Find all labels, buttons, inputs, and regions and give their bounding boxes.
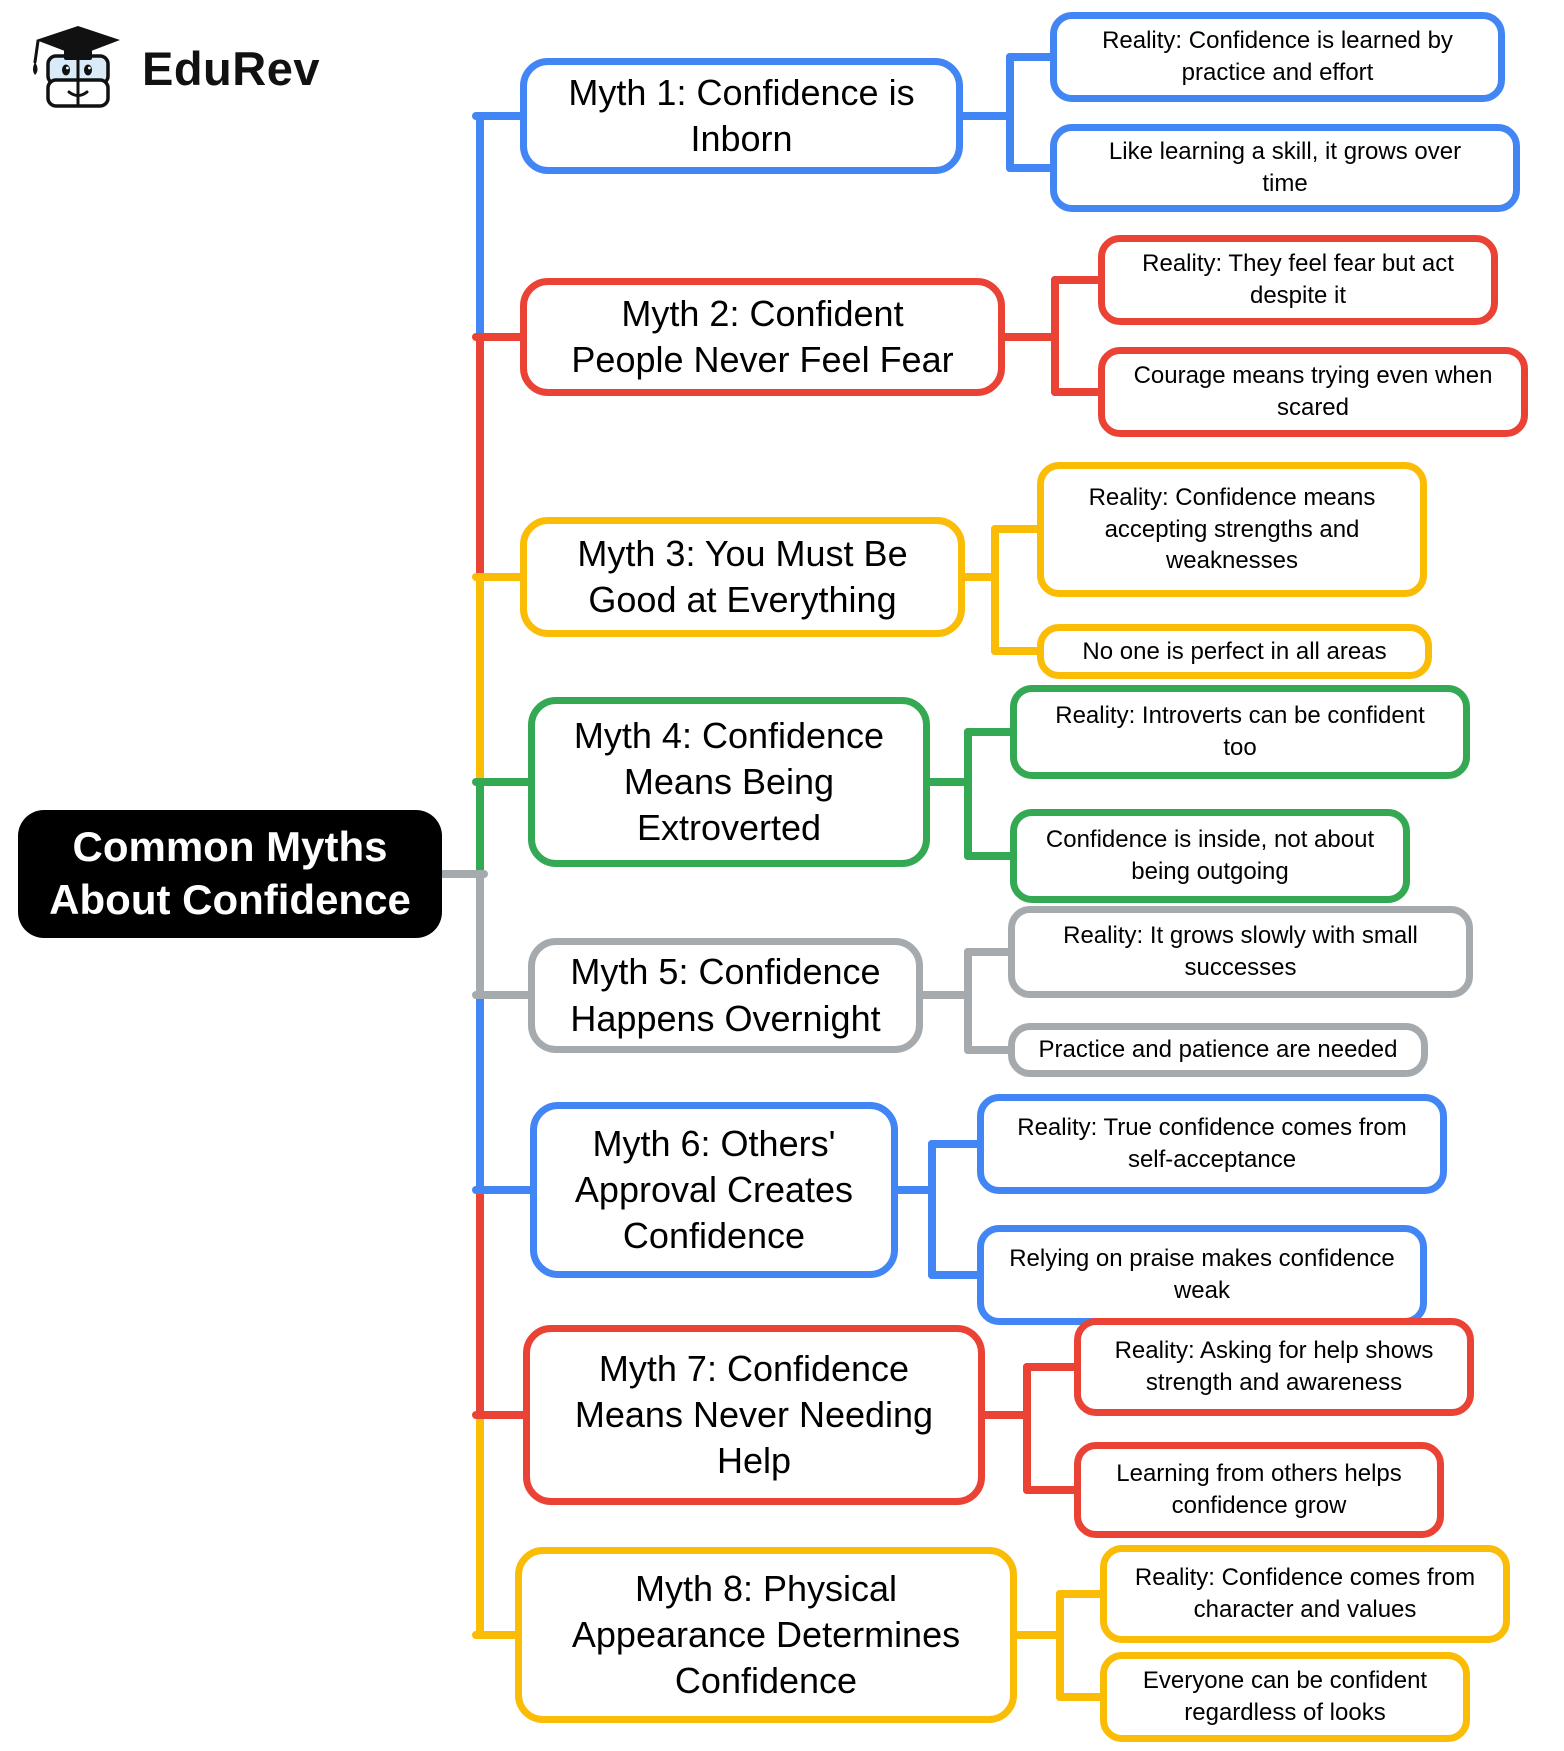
myth-2-detail-node: Courage means trying even when scared — [1098, 347, 1528, 437]
myth-8-detail-node: Everyone can be confident regardless of … — [1100, 1652, 1470, 1742]
myth-5-node: Myth 5: Confidence Happens Overnight — [528, 938, 923, 1053]
myth-2-node: Myth 2: Confident People Never Feel Fear — [520, 278, 1005, 396]
edurev-logo-text: EduRev — [142, 41, 320, 95]
myth-5-reality-node: Reality: It grows slowly with small succ… — [1008, 906, 1473, 998]
myth-1-detail-node: Like learning a skill, it grows over tim… — [1050, 124, 1520, 212]
myth-4-node: Myth 4: Confidence Means Being Extrovert… — [528, 697, 930, 867]
myth-1-reality-node: Reality: Confidence is learned by practi… — [1050, 12, 1505, 102]
myth-1-node: Myth 1: Confidence is Inborn — [520, 58, 963, 174]
myth-8-node: Myth 8: Physical Appearance Determines C… — [515, 1547, 1017, 1723]
myth-8-reality-node: Reality: Confidence comes from character… — [1100, 1545, 1510, 1643]
myth-7-detail-node: Learning from others helps confidence gr… — [1074, 1442, 1444, 1538]
myth-3-node: Myth 3: You Must Be Good at Everything — [520, 517, 965, 637]
edurev-logo-icon — [33, 26, 120, 108]
myth-4-reality-node: Reality: Introverts can be confident too — [1010, 685, 1470, 779]
myth-3-detail-node: No one is perfect in all areas — [1037, 624, 1432, 679]
myth-7-reality-node: Reality: Asking for help shows strength … — [1074, 1318, 1474, 1416]
myth-6-reality-node: Reality: True confidence comes from self… — [977, 1094, 1447, 1194]
root-node: Common Myths About Confidence — [18, 810, 442, 938]
myth-7-node: Myth 7: Confidence Means Never Needing H… — [523, 1325, 985, 1505]
myth-4-detail-node: Confidence is inside, not about being ou… — [1010, 809, 1410, 903]
myth-5-detail-node: Practice and patience are needed — [1008, 1023, 1428, 1077]
myth-2-reality-node: Reality: They feel fear but act despite … — [1098, 235, 1498, 325]
myth-6-node: Myth 6: Others' Approval Creates Confide… — [530, 1102, 898, 1278]
edurev-logo: EduRev — [28, 18, 320, 118]
myth-3-reality-node: Reality: Confidence means accepting stre… — [1037, 462, 1427, 597]
myth-6-detail-node: Relying on praise makes confidence weak — [977, 1225, 1427, 1325]
